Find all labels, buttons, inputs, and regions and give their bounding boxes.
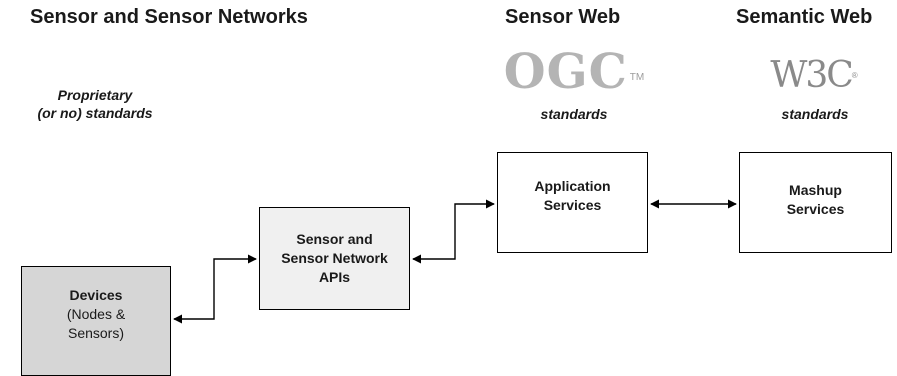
proprietary-note-line2: (or no) standards [37,105,153,121]
connector-api-application [412,199,495,264]
ogc-logo-text: OGC [503,44,628,100]
column-title-sensor-networks: Sensor and Sensor Networks [30,6,308,28]
devices-box: Devices (Nodes & Sensors) [21,266,171,376]
api-label-line3: APIs [318,269,351,285]
column-title-semantic-web: Semantic Web [736,6,873,28]
ogc-trademark: TM [629,72,645,83]
column-title-sensor-web: Sensor Web [505,6,621,28]
ogc-standards-note: standards [540,106,608,122]
connector-devices-api [173,254,257,324]
mashup-services-box: Mashup Services [739,152,892,253]
mashup-label-line2: Services [786,200,845,217]
devices-subtitle-line1: (Nodes & [66,305,126,322]
w3c-logo: W3C® [764,58,864,94]
devices-title: Devices [69,286,123,303]
w3c-registered-mark: ® [851,71,858,80]
application-label-line1: Application [534,177,611,194]
api-label-line2: Sensor Network [281,250,388,266]
connector-layer [173,199,737,324]
api-label-line1: Sensor and [296,231,373,247]
sensor-network-api-box: Sensor and Sensor Network APIs [259,207,410,310]
w3c-standards-note: standards [781,106,849,122]
application-label-line2: Services [543,196,602,213]
proprietary-note-line1: Proprietary [57,87,133,103]
devices-subtitle-line2: Sensors) [67,324,125,341]
proprietary-standards-note: Proprietary (or no) standards [20,86,170,122]
application-services-box: Application Services [497,152,648,253]
w3c-logo-text: W3C [770,55,853,96]
mashup-label-line1: Mashup [789,181,842,198]
